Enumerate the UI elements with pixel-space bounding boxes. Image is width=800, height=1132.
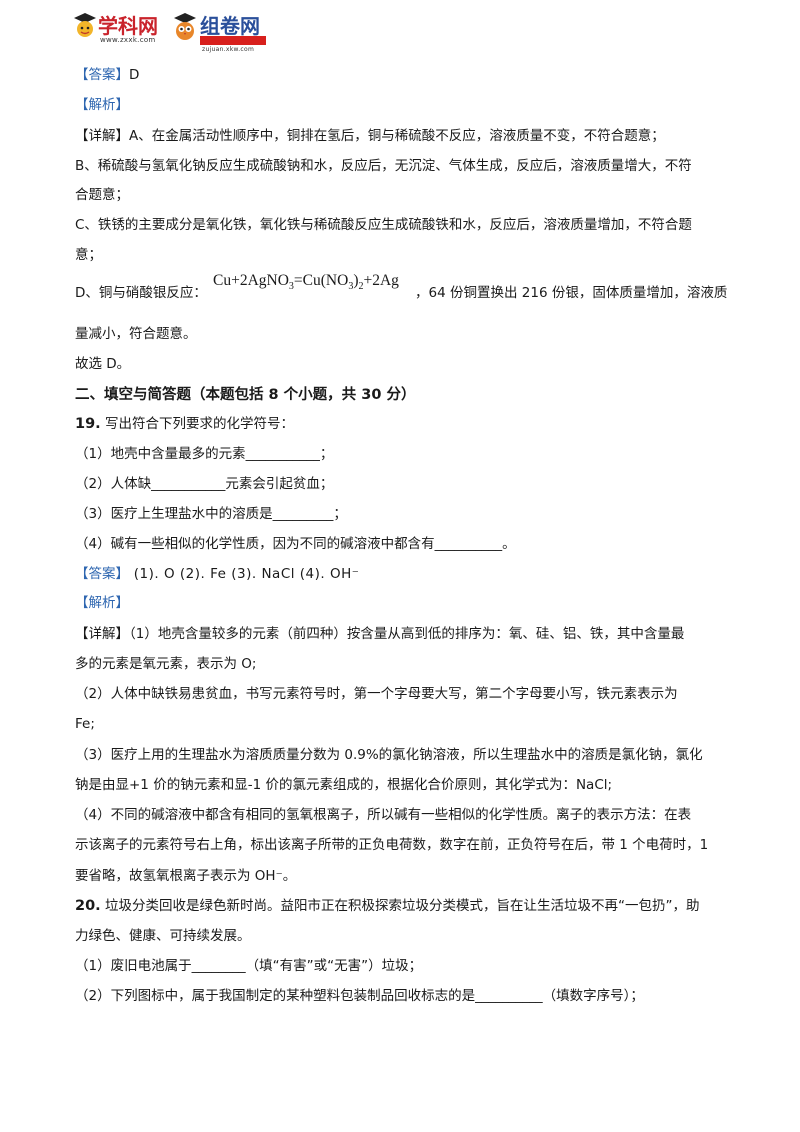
analysis-tag: 【解析】 — [75, 595, 129, 611]
explanation-line: 【详解】A、在金属活动性顺序中，铜排在氢后，铜与稀硫酸不反应，溶液质量不变，不符… — [75, 128, 665, 144]
explanation-line: B、稀硫酸与氢氧化钠反应生成硫酸钠和水，反应后，无沉淀、气体生成，反应后，溶液质… — [75, 158, 692, 174]
question-19-part: （1）地壳中含量最多的元素___________； — [75, 446, 334, 462]
explanation-line: 量减小，符合题意。 — [75, 326, 197, 342]
question-19-part: （2）人体缺___________元素会引起贫血； — [75, 476, 334, 492]
explanation-line: 要省略，故氢氧根离子表示为 OH⁻。 — [75, 868, 297, 884]
explanation-line: 意； — [75, 247, 102, 263]
explanation-line: 钠是由显+1 价的钠元素和显-1 价的氯元素组成的，根据化合价原则，其化学式为：… — [75, 777, 613, 793]
explanation-line: （2）人体中缺铁易患贫血，书写元素符号时，第一个字母要大写，第二个字母要小写，铁… — [75, 686, 678, 702]
zujuan-red-bar — [200, 36, 266, 45]
question-20-part: （1）废旧电池属于________（填“有害”或“无害”）垃圾； — [75, 958, 423, 974]
question-20-part: （2）下列图标中，属于我国制定的某种塑料包装制品回收标志的是__________… — [75, 988, 644, 1004]
question-19-stem: 19. 写出符合下列要求的化学符号： — [75, 416, 294, 432]
explanation-line: 【详解】（1）地壳含量较多的元素（前四种）按含量从高到低的排序为：氧、硅、铝、铁… — [75, 626, 685, 642]
zxxk-logo-url: www.zxxk.com — [100, 36, 156, 44]
zujuan-logo-name: 组卷网 — [200, 14, 260, 38]
explanation-line: 合题意； — [75, 187, 129, 203]
question-20-stem: 20. 垃圾分类回收是绿色新时尚。益阳市正在积极探索垃圾分类模式，旨在让生活垃圾… — [75, 898, 700, 914]
zxxk-logo[interactable]: 学科网 www.zxxk.com — [72, 10, 167, 50]
zxxk-logo-name: 学科网 — [98, 14, 158, 38]
explanation-line: （3）医疗上用的生理盐水为溶质质量分数为 0.9%的氯化钠溶液，所以生理盐水中的… — [75, 747, 703, 763]
answer-line-19: 【答案】 (1). O (2). Fe (3). NaCl (4). OH⁻ — [75, 564, 735, 584]
question-number: 19. — [75, 416, 101, 432]
question-number: 20. — [75, 898, 101, 914]
owl-mascot-icon — [174, 13, 196, 40]
question-19-part: （3）医疗上生理盐水中的溶质是_________； — [75, 506, 347, 522]
answer-value: D — [129, 67, 140, 83]
graduate-mascot-icon — [74, 13, 96, 37]
question-19-part: （4）碱有一些相似的化学性质，因为不同的碱溶液中都含有__________。 — [75, 536, 516, 552]
answer-tag: 【答案】 — [75, 566, 129, 582]
explanation-line-d-suffix: ，64 份铜置换出 216 份银，固体质量增加，溶液质 — [415, 285, 728, 301]
answer-value: (1). O (2). Fe (3). NaCl (4). OH⁻ — [129, 566, 360, 582]
zujuan-logo[interactable]: 组卷网 zujuan.xkw.com — [172, 10, 272, 53]
explanation-line: C、铁锈的主要成分是氧化铁，氧化铁与稀硫酸反应生成硫酸铁和水，反应后，溶液质量增… — [75, 217, 692, 233]
question-20-stem-cont: 力绿色、健康、可持续发展。 — [75, 928, 251, 944]
section-heading: 二、填空与简答题（本题包括 8 个小题，共 30 分） — [75, 387, 416, 403]
conclusion-line: 故选 D。 — [75, 356, 131, 372]
explanation-line-d-prefix: D、铜与硝酸银反应： — [75, 285, 207, 301]
answer-line-18: 【答案】D — [75, 65, 735, 85]
explanation-line: （4）不同的碱溶液中都含有相同的氢氧根离子，所以碱有一些相似的化学性质。离子的表… — [75, 807, 692, 823]
reaction-equation: Cu+2AgNO3=Cu(NO3)2+2Ag — [213, 272, 399, 293]
analysis-tag: 【解析】 — [75, 97, 129, 113]
answer-tag: 【答案】 — [75, 67, 129, 83]
zujuan-logo-url: zujuan.xkw.com — [202, 46, 255, 53]
explanation-line: 示该离子的元素符号右上角，标出该离子所带的正负电荷数，数字在前，正负符号在后，带… — [75, 837, 709, 853]
explanation-line: Fe; — [75, 716, 95, 732]
explanation-line: 多的元素是氧元素，表示为 O; — [75, 656, 257, 672]
